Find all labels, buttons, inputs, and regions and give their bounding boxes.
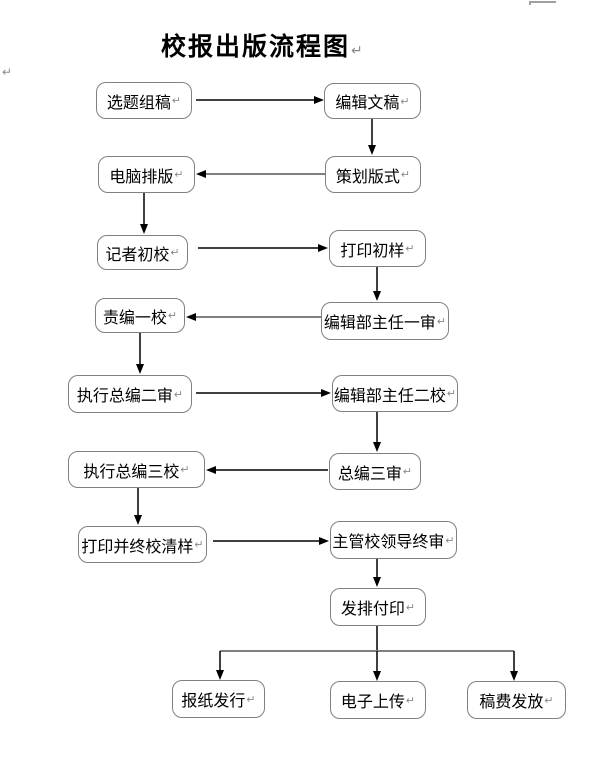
connector-reporterproof-to-printsample-arrow[interactable] <box>198 244 328 252</box>
paragraph-mark-icon: ↵ <box>405 243 415 255</box>
paragraph-mark-icon: ↵ <box>402 466 413 478</box>
node-label: 发排付印 <box>340 601 405 618</box>
node-label: 报纸发行 <box>181 693 246 710</box>
paragraph-mark-icon: ↵ <box>544 694 554 707</box>
paragraph-mark-icon: ↵ <box>400 95 410 108</box>
node-chief-editor-third-review[interactable]: 总编三审↵ <box>329 453 421 490</box>
connector-branch-to-upload-arrow[interactable] <box>373 651 381 681</box>
paragraph-mark-icon: ↵ <box>351 42 363 58</box>
node-label: 责编一校 <box>102 309 167 327</box>
node-label: 稿费发放 <box>479 694 544 711</box>
paragraph-mark-icon: ↵ <box>405 694 416 707</box>
connector-printsample-to-firstreview-arrow[interactable] <box>373 267 381 301</box>
page-title-text: 校报出版流程图 <box>161 33 351 61</box>
node-label: 选题组稿 <box>106 94 171 112</box>
paragraph-mark-icon: ↵ <box>400 169 411 181</box>
connector-branch-to-distribution-arrow[interactable] <box>216 651 224 680</box>
connector-thirdproof-to-finalproof-arrow[interactable] <box>134 488 142 525</box>
node-label: 编辑文稿 <box>335 95 400 112</box>
node-label: 总编三审 <box>337 465 402 483</box>
connector-firstreview-to-editorproof-arrow[interactable] <box>186 313 321 321</box>
connector-finalproof-to-finalreview-arrow[interactable] <box>213 537 329 545</box>
node-topic-organizing[interactable]: 选题组稿↵ <box>96 82 192 119</box>
paragraph-mark-icon: ↵ <box>2 65 13 79</box>
node-dept-director-first-review[interactable]: 编辑部主任一审↵ <box>321 302 449 340</box>
connector-thirdreview-to-thirdproof-arrow[interactable] <box>206 466 328 474</box>
node-fee-payment[interactable]: 稿费发放↵ <box>467 681 566 719</box>
node-school-leader-final-review[interactable]: 主管校领导终审↵ <box>330 521 457 559</box>
connector-typesetting-to-reporterproof-arrow[interactable] <box>140 193 148 234</box>
paragraph-mark-icon: ↵ <box>167 310 178 322</box>
paragraph-mark-icon: ↵ <box>173 388 184 401</box>
node-computer-typesetting[interactable]: 电脑排版↵ <box>98 156 195 193</box>
paragraph-mark-icon: ↵ <box>171 95 182 107</box>
page-title: 校报出版流程图↵ <box>161 27 363 63</box>
node-send-to-print[interactable]: 发排付印↵ <box>330 588 426 626</box>
paragraph-mark-icon: ↵ <box>436 315 447 328</box>
node-label: 电子上传 <box>340 694 405 711</box>
node-label: 打印并终校清样 <box>81 538 194 556</box>
paragraph-mark-icon: ↵ <box>180 464 190 476</box>
paragraph-mark-icon: ↵ <box>446 388 457 400</box>
paragraph-mark-icon: ↵ <box>194 539 204 551</box>
connector-finalreview-to-sendprint-arrow[interactable] <box>373 559 381 587</box>
connector-branch-to-fee-arrow[interactable] <box>510 651 518 681</box>
connector-edit-to-planning-arrow[interactable] <box>368 119 376 155</box>
node-label: 策划版式 <box>335 168 400 186</box>
node-print-final-proof[interactable]: 打印并终校清样↵ <box>78 526 207 563</box>
node-label: 电脑排版 <box>109 168 174 186</box>
node-label: 打印初样 <box>340 242 405 260</box>
node-executive-chief-second-review[interactable]: 执行总编二审↵ <box>68 375 192 413</box>
node-executive-chief-third-proof[interactable]: 执行总编三校↵ <box>68 451 205 488</box>
connector-secondreview-to-secondproof-arrow[interactable] <box>196 389 331 397</box>
node-label: 编辑部主任一审 <box>323 315 436 332</box>
page-frame-edge <box>529 1 556 5</box>
connector-topic-to-edit-arrow[interactable] <box>196 96 324 104</box>
paragraph-mark-icon: ↵ <box>405 601 416 614</box>
node-label: 执行总编三校 <box>83 463 180 481</box>
node-edit-manuscript[interactable]: 编辑文稿↵ <box>324 83 421 119</box>
node-label: 编辑部主任二校 <box>333 387 446 405</box>
paragraph-mark-icon: ↵ <box>170 247 180 259</box>
paragraph-mark-icon: ↵ <box>174 169 184 181</box>
connector-planning-to-typesetting-arrow[interactable] <box>196 170 325 178</box>
node-editor-first-proof[interactable]: 责编一校↵ <box>95 298 185 333</box>
node-label: 执行总编二审 <box>76 388 173 405</box>
node-newspaper-distribution[interactable]: 报纸发行↵ <box>172 680 265 718</box>
node-layout-planning[interactable]: 策划版式↵ <box>325 156 421 193</box>
node-dept-director-second-proof[interactable]: 编辑部主任二校↵ <box>332 375 458 412</box>
connector-secondproof-to-thirdreview-arrow[interactable] <box>373 412 381 452</box>
node-label: 主管校领导终审 <box>332 534 445 551</box>
paragraph-mark-icon: ↵ <box>445 534 455 547</box>
connector-editorproof-to-secondreview-arrow[interactable] <box>136 333 144 374</box>
node-electronic-upload[interactable]: 电子上传↵ <box>330 681 426 719</box>
node-label: 记者初校 <box>105 246 170 264</box>
node-reporter-first-proof[interactable]: 记者初校↵ <box>97 235 188 270</box>
node-print-first-sample[interactable]: 打印初样↵ <box>329 230 426 267</box>
paragraph-mark-icon: ↵ <box>246 693 256 706</box>
